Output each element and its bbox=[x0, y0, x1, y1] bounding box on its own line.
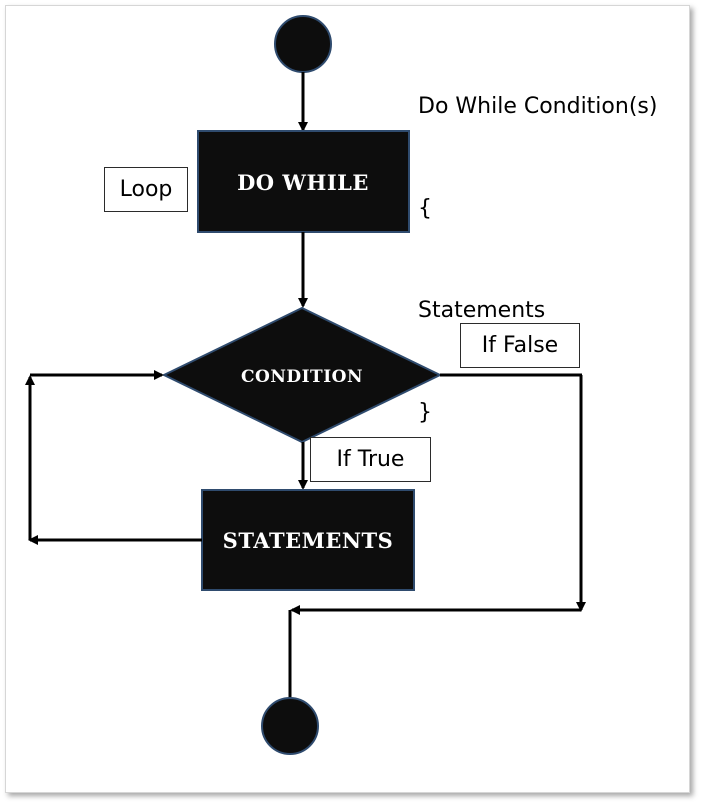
if-true-label-text: If True bbox=[336, 447, 405, 472]
start-terminal bbox=[274, 15, 332, 73]
loop-label-text: Loop bbox=[119, 177, 173, 202]
statements-node: STATEMENTS bbox=[201, 489, 415, 591]
end-terminal bbox=[261, 697, 319, 755]
if-false-label-text: If False bbox=[481, 333, 559, 358]
statements-node-label: STATEMENTS bbox=[223, 528, 394, 553]
if-true-label: If True bbox=[310, 437, 431, 482]
do-while-node: DO WHILE bbox=[197, 130, 410, 233]
syntax-note: Do While Condition(s) { Statements } bbox=[418, 22, 657, 464]
syntax-line-4: } bbox=[418, 400, 432, 425]
syntax-line-1: Do While Condition(s) bbox=[418, 94, 658, 119]
if-false-label: If False bbox=[460, 323, 580, 368]
condition-node-label: CONDITION bbox=[241, 367, 363, 387]
loop-label: Loop bbox=[104, 167, 188, 212]
syntax-line-3: Statements bbox=[418, 298, 546, 323]
syntax-line-2: { bbox=[418, 196, 432, 221]
do-while-node-label: DO WHILE bbox=[237, 170, 369, 195]
condition-node: CONDITION bbox=[161, 306, 443, 444]
